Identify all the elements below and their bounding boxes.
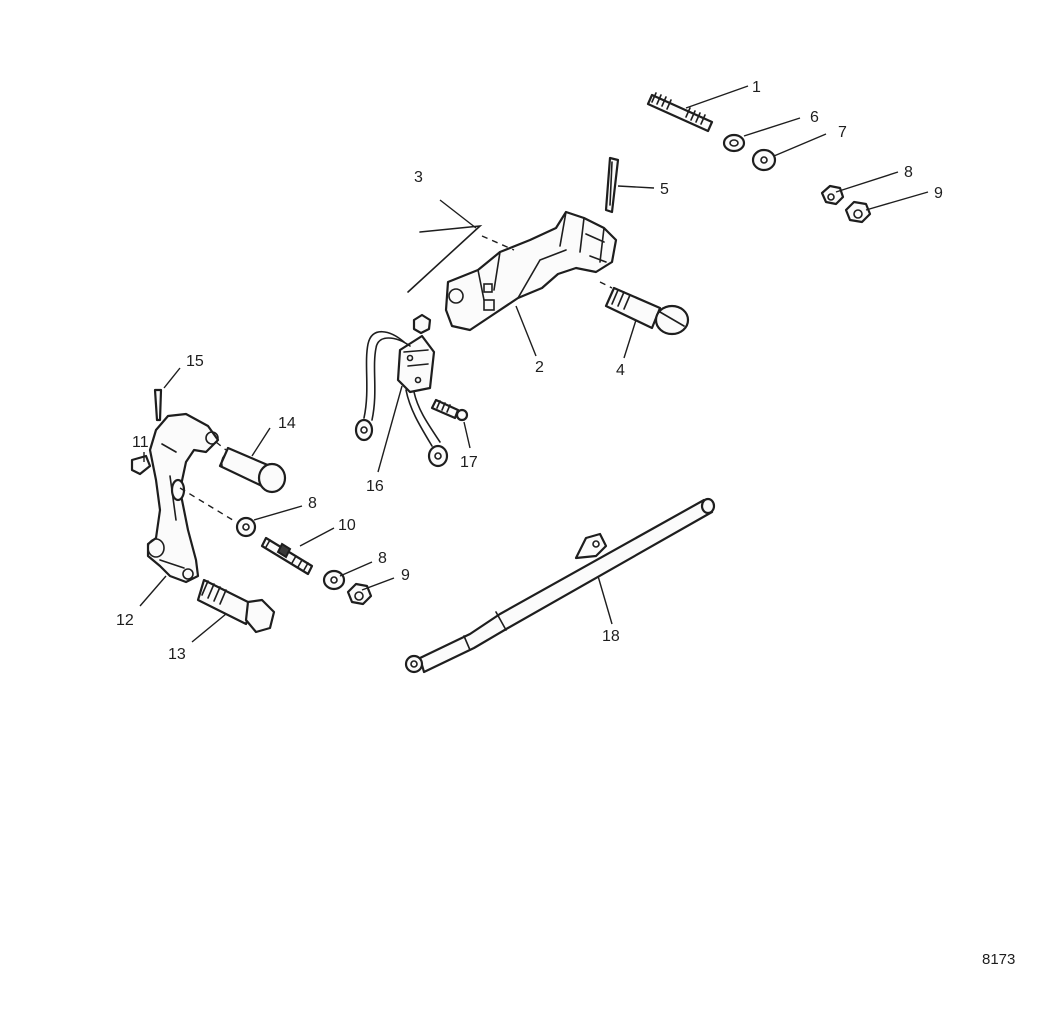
part-7-washer bbox=[751, 148, 777, 172]
callout-labels: 1 2 3 4 5 6 7 8 9 11 15 14 8 10 8 9 16 1… bbox=[116, 79, 943, 663]
callout-15: 15 bbox=[186, 353, 204, 370]
part-6-lock-washer bbox=[722, 133, 746, 153]
leader-dash-4 bbox=[599, 281, 613, 289]
part-11-clip bbox=[130, 454, 152, 476]
callout-8-lower: 8 bbox=[378, 550, 387, 567]
part-9-nut-upper bbox=[844, 200, 872, 224]
part-3-spring-wire bbox=[407, 224, 483, 293]
leader-dash-8-middle bbox=[179, 487, 237, 523]
part-8-washer-middle bbox=[235, 516, 257, 538]
callout-2: 2 bbox=[535, 359, 544, 376]
part-12-lever-arm bbox=[146, 412, 220, 584]
part-13-bolt bbox=[196, 578, 276, 634]
leader-lines bbox=[139, 85, 929, 643]
callout-5: 5 bbox=[660, 181, 669, 198]
callout-6: 6 bbox=[810, 109, 819, 126]
callout-9-lower: 9 bbox=[401, 567, 410, 584]
callout-8-middle: 8 bbox=[308, 495, 317, 512]
callout-16: 16 bbox=[366, 478, 384, 495]
part-2-bracket bbox=[444, 210, 618, 332]
callout-12: 12 bbox=[116, 612, 134, 629]
part-17-screw bbox=[430, 398, 469, 422]
part-16-switch bbox=[354, 313, 449, 468]
part-5-cotter-pin bbox=[604, 156, 620, 214]
part-8-nut-upper bbox=[820, 184, 845, 206]
callout-11: 11 bbox=[132, 434, 149, 451]
leader-dash-14 bbox=[215, 441, 227, 451]
part-15-pin bbox=[153, 388, 163, 422]
part-9-nut-lower bbox=[346, 582, 373, 606]
callout-1: 1 bbox=[752, 79, 761, 96]
callout-4: 4 bbox=[616, 362, 625, 379]
callout-17: 17 bbox=[460, 454, 478, 471]
callout-7: 7 bbox=[838, 124, 847, 141]
callout-14: 14 bbox=[278, 415, 296, 432]
callout-9-upper: 9 bbox=[934, 185, 943, 202]
part-4-bolt bbox=[604, 286, 690, 336]
part-8-washer-lower bbox=[322, 569, 346, 591]
leader-dash-2-to-3 bbox=[481, 235, 515, 251]
callout-10: 10 bbox=[338, 517, 356, 534]
callout-13: 13 bbox=[168, 646, 186, 663]
callout-3: 3 bbox=[414, 169, 423, 186]
part-1-stud bbox=[646, 92, 714, 133]
callout-18: 18 bbox=[602, 628, 620, 645]
callout-8-upper: 8 bbox=[904, 164, 913, 181]
part-10-stud bbox=[260, 536, 314, 576]
part-18-shift-rod bbox=[404, 497, 716, 674]
part-14-pivot-pin bbox=[218, 446, 287, 494]
figure-id: 8173 bbox=[982, 951, 1015, 968]
